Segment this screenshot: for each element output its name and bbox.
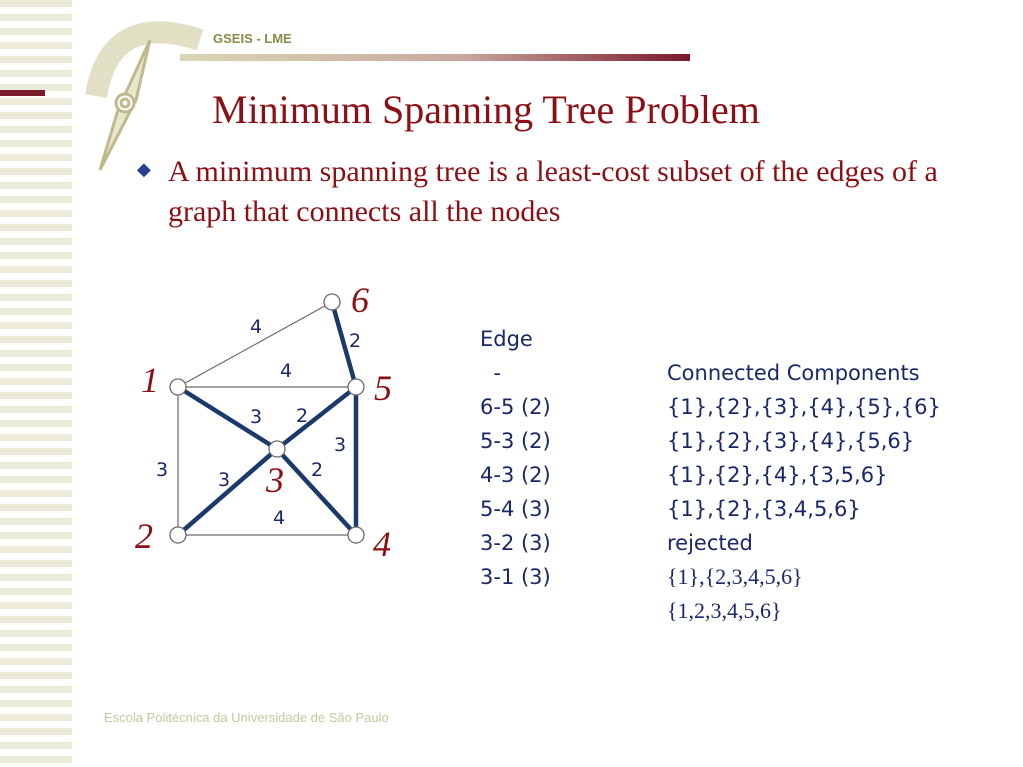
edge-weight-label: 3 (250, 406, 262, 428)
edge-cell: 5-4 (3) (480, 497, 551, 521)
header-label: GSEIS - LME (213, 31, 292, 46)
components-cell: {1},{2},{3,4,5,6} (667, 497, 861, 521)
node-6 (323, 293, 341, 311)
node-label: 1 (141, 360, 159, 400)
edge-cell: 3-2 (3) (480, 531, 551, 555)
node-2 (169, 526, 187, 544)
edge-weight-label: 3 (334, 434, 346, 456)
node-label: 6 (351, 280, 369, 320)
table-row: 5-3 (2) {1},{2},{4},{3,5,6} (480, 390, 887, 487)
bullet-text: A minimum spanning tree is a least-cost … (168, 155, 938, 228)
footer-text: Escola Politécnica da Universidade de Sã… (104, 710, 389, 725)
node-1 (169, 378, 187, 396)
table-row: 5-4 (3) rejected (480, 458, 753, 555)
table-row: 6-5 (2) {1},{2},{3},{4},{5,6} (480, 356, 914, 453)
edge-weight-label: 3 (218, 469, 230, 491)
edge-6-5 (329, 301, 359, 388)
left-accent-bar (0, 90, 45, 96)
table-row: 4-3 (2) {1},{2},{3,4,5,6} (480, 424, 861, 521)
edge-weight-label: 4 (280, 360, 292, 382)
components-cell: {1},{2},{3},{4},{5,6} (667, 429, 915, 453)
components-cell: rejected (667, 531, 753, 555)
table-row: 3-2 (3) {1},{2,3,4,5,6} (480, 492, 803, 589)
edge-cell: 3-1 (3) (480, 565, 551, 589)
node-label: 2 (135, 516, 153, 556)
bullet-diamond-icon: ◆ (137, 159, 151, 180)
components-cell: {1},{2,3,4,5,6} (667, 564, 803, 589)
edge-weight-label: 4 (250, 316, 262, 338)
edge-column-header: Edge (480, 327, 533, 351)
edge-weight-label: 4 (273, 507, 285, 529)
left-stripe-decoration (0, 0, 72, 767)
components-cell: {1,2,3,4,5,6} (667, 598, 782, 623)
components-table: Edge Connected Components - {1},{2},{3},… (480, 288, 941, 623)
node-3 (268, 440, 286, 458)
compass-icon (98, 39, 152, 171)
edge-cell: 5-3 (2) (480, 429, 551, 453)
slide-title: Minimum Spanning Tree Problem (212, 87, 760, 132)
node-4 (347, 526, 365, 544)
header-decoration (0, 21, 690, 171)
edge-cell: - (480, 361, 501, 385)
components-cell: {1},{2},{3},{4},{5},{6} (667, 395, 941, 419)
table-row: - {1},{2},{3},{4},{5},{6} (480, 322, 941, 419)
edge-weight-label: 2 (296, 405, 308, 427)
edge-weight-label: 2 (349, 330, 361, 352)
edge-5-3 (275, 385, 358, 451)
table-header-row: Edge Connected Components (480, 288, 920, 385)
edge-cell: 4-3 (2) (480, 463, 551, 487)
edge-cell: 6-5 (2) (480, 395, 551, 419)
edge-1-6 (177, 301, 333, 388)
edge-weight-label: 2 (311, 459, 323, 481)
components-cell: {1},{2},{4},{3,5,6} (667, 463, 888, 487)
edge-3-4 (275, 447, 358, 537)
components-column-header: Connected Components (667, 361, 920, 385)
node-label: 3 (265, 460, 284, 500)
edge-1-3 (176, 385, 279, 451)
node-5 (347, 378, 365, 396)
node-label: 5 (374, 368, 392, 408)
header-bar (180, 54, 690, 61)
arc-decoration (85, 21, 204, 99)
edge-2-3 (176, 447, 279, 537)
edge-weight-label: 3 (156, 459, 168, 481)
table-row: 3-1 (3) {1,2,3,4,5,6} (480, 526, 782, 623)
node-label: 4 (373, 524, 391, 564)
